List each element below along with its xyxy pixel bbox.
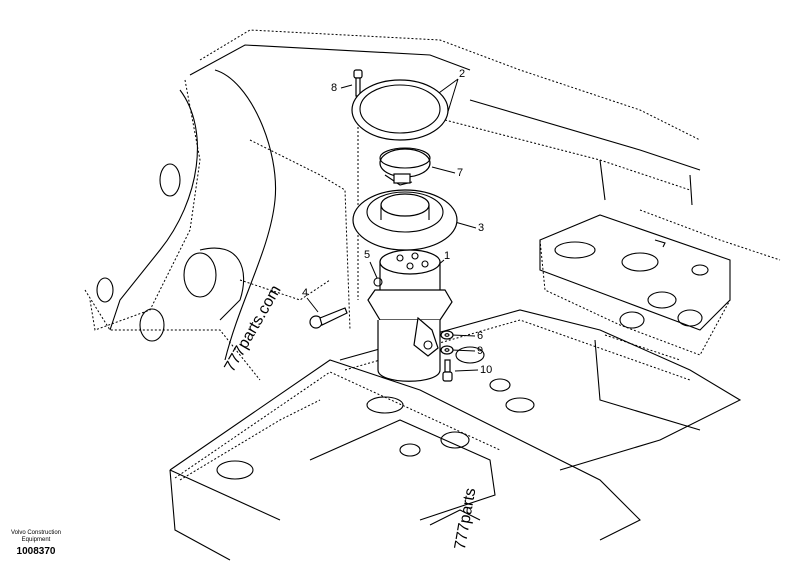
callout-2: 2: [459, 68, 466, 80]
lower-frame: [169, 309, 742, 561]
part-1-swivel-joint: [367, 249, 453, 382]
callout-9: 9: [477, 345, 484, 357]
brand-label: Volvo Construction Equipment: [10, 530, 62, 543]
document-number: 1008370: [16, 546, 56, 557]
callout-5: 5: [364, 249, 371, 261]
leader-lines: [306, 78, 479, 372]
callout-10: 10: [480, 364, 493, 376]
callout-6: 6: [477, 330, 484, 342]
cross-beam: [539, 214, 731, 356]
upper-frame: [84, 29, 781, 381]
callout-1: 1: [444, 250, 451, 262]
part-6-9-10-hardware: [440, 330, 454, 382]
part-3-plate: [352, 189, 458, 251]
callout-3: 3: [478, 222, 485, 234]
callout-8: 8: [331, 82, 338, 94]
callout-7: 7: [457, 167, 464, 179]
callout-4: 4: [302, 287, 309, 299]
part-7-bearing: [379, 147, 431, 186]
part-4-bolt: [309, 307, 348, 329]
footer-block: Volvo Construction Equipment 1008370: [8, 530, 64, 557]
part-8-bolt: [353, 69, 363, 97]
part-2-shim-ring: [351, 79, 449, 141]
